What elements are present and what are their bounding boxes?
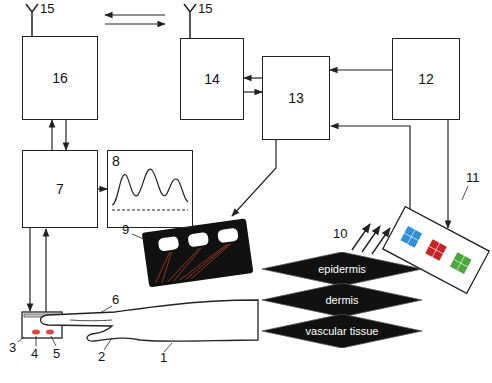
callout-number: 4 <box>31 346 38 361</box>
node-text: vascular tissue <box>306 325 379 337</box>
node-text: dermis <box>325 294 358 306</box>
emission-arrows <box>352 224 390 254</box>
process-box: 14 <box>180 38 244 120</box>
signal-arrow <box>244 77 262 78</box>
signal-arrow <box>98 188 107 189</box>
callout-number: 10 <box>333 226 347 241</box>
callout-number: 9 <box>122 222 129 237</box>
light-source-device <box>383 207 489 294</box>
node-text: 7 <box>56 181 64 197</box>
wire <box>232 140 276 216</box>
callout-number: 11 <box>466 170 480 185</box>
signal-arrow <box>65 120 66 150</box>
signal-arrow <box>244 91 262 92</box>
callout-number: 1 <box>160 350 167 365</box>
callout-number: 15 <box>198 1 212 16</box>
tissue-layer: vascular tissue <box>262 314 422 348</box>
node-text: 16 <box>52 70 68 86</box>
callout-number: 6 <box>112 292 119 307</box>
hand <box>41 300 259 341</box>
wire <box>331 126 410 209</box>
signal-arrow <box>51 120 52 150</box>
sensor-wire <box>30 228 46 312</box>
node-text: epidermis <box>318 263 366 275</box>
process-box: 7 <box>22 150 98 228</box>
process-box: 16 <box>22 36 98 120</box>
process-box: 12 <box>392 38 460 120</box>
tissue-layer: dermis <box>262 283 422 317</box>
signal-graph <box>112 169 188 210</box>
display-box: 8 <box>107 150 193 228</box>
hand-detail <box>70 320 112 322</box>
node-text: 14 <box>204 71 220 87</box>
sensor-device <box>142 218 254 287</box>
callout-number: 15 <box>40 1 54 16</box>
callout-number: 5 <box>53 346 60 361</box>
node-text: 8 <box>112 153 120 169</box>
wire <box>447 120 448 228</box>
node-text: 12 <box>418 71 434 87</box>
process-box: 13 <box>262 56 330 140</box>
tissue-layer: epidermis <box>262 252 422 286</box>
signal-arrow <box>330 69 392 70</box>
callout-number: 3 <box>9 340 16 355</box>
radio-link <box>105 15 165 24</box>
node-text: 13 <box>288 90 304 106</box>
callout-number: 2 <box>98 349 105 364</box>
